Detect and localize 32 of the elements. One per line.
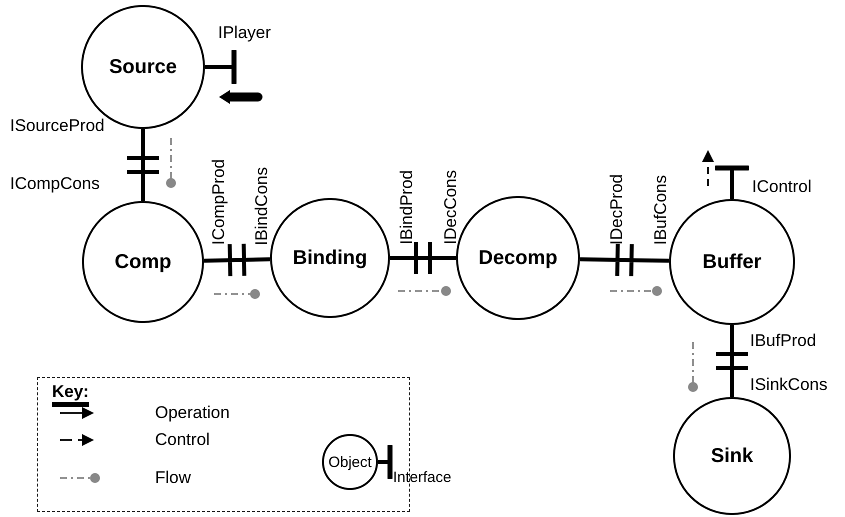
interface-connector <box>125 127 161 203</box>
interface-label: ISinkCons <box>750 376 828 393</box>
interface-label: IDecProd <box>608 174 625 245</box>
interface-connector <box>388 240 458 276</box>
interface-connector <box>714 323 750 399</box>
interface-label: Interface <box>393 470 452 485</box>
object-name: Buffer <box>702 250 762 274</box>
object-name: Binding <box>292 246 368 270</box>
interface-connector <box>378 444 392 480</box>
interface-label: IBindCons <box>253 166 270 245</box>
interface-label: IPlayer <box>218 24 271 41</box>
interface-label: IControl <box>752 178 812 195</box>
interface-label: ICompProd <box>210 159 227 245</box>
key-heading: Key: <box>52 383 89 407</box>
interface-connector <box>202 242 272 278</box>
interface-label: IBindProd <box>398 170 415 245</box>
legend-text: Flow <box>155 468 191 488</box>
object-name: Source <box>109 56 177 78</box>
interface-connector <box>714 166 750 199</box>
object-name: Comp <box>114 250 172 274</box>
interface-connector <box>205 48 236 86</box>
interface-label: IBufProd <box>750 332 816 349</box>
legend-text: Control <box>155 430 210 450</box>
object-name: Decomp <box>478 246 558 270</box>
object-name: Sink <box>710 444 754 468</box>
interface-label: IDecCons <box>442 170 459 245</box>
interface-label: ISourceProd <box>10 117 104 134</box>
legend-text: Operation <box>155 403 230 423</box>
interface-label: IBufCons <box>652 175 669 245</box>
object-name: Object <box>328 454 372 470</box>
interface-label: ICompCons <box>10 175 100 192</box>
interface-connector <box>578 242 671 278</box>
